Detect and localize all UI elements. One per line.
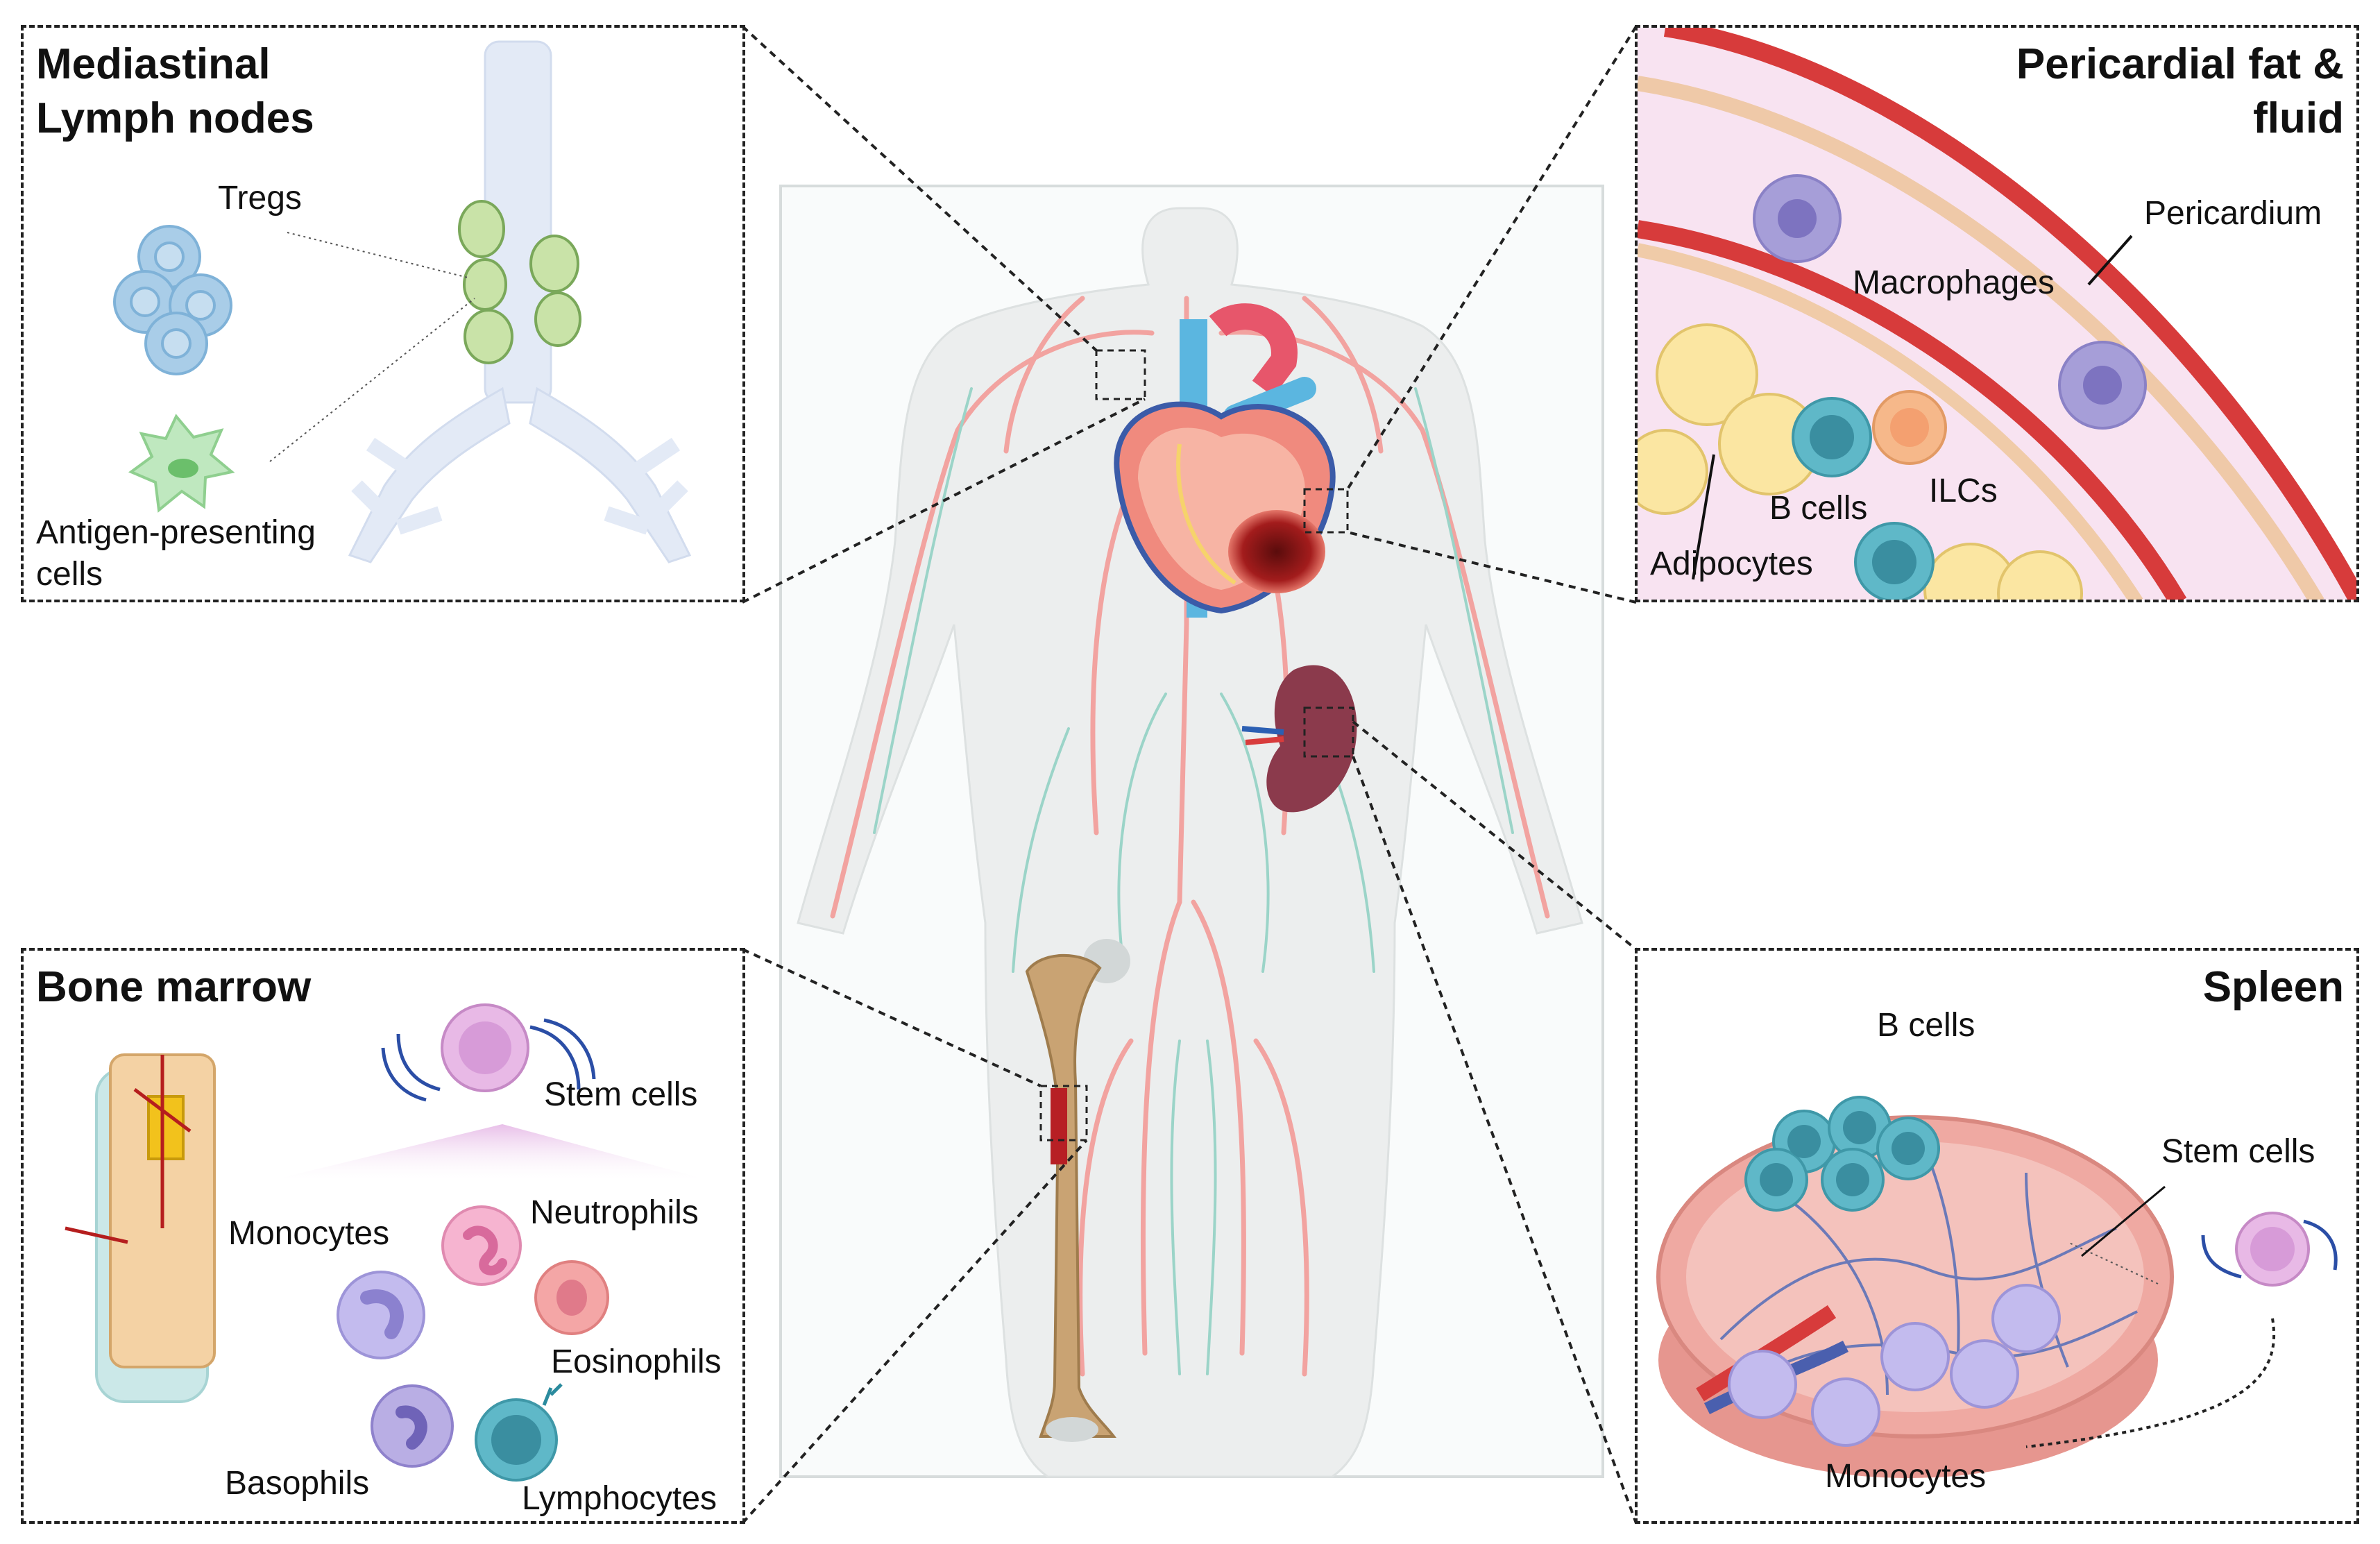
apc-cell-icon [128,414,235,513]
eosinophil-icon [534,1260,609,1335]
panel-title: fluid [2253,94,2344,142]
b-cell-icon [1792,397,1935,600]
monocytes-label: Monocytes [1825,1458,1987,1495]
spleen-icon [1241,665,1357,813]
panel-pericardial: Pericardial fat & fluid Pericardium Macr… [1635,25,2359,602]
pericardial-illustration [1638,28,2356,600]
treg-cell-icon [113,225,232,375]
femur-icon [1025,939,1130,1442]
stem-cells-label: Stem cells [544,1076,698,1113]
apc-label: Antigen-presenting [36,514,316,551]
basophils-label: Basophils [225,1465,370,1502]
pericardium-label: Pericardium [2144,195,2322,232]
macrophage-icon [1753,174,2147,430]
adipocytes-label: Adipocytes [1650,545,1813,582]
body-silhouette-icon [797,207,1583,1478]
neutrophils-label: Neutrophils [530,1194,699,1231]
connector-lines [741,25,1638,1525]
stem-cells-label: Stem cells [2161,1133,2315,1170]
panel-title: Pericardial fat & [2016,40,2344,88]
ilc-icon [1872,390,1947,465]
panel-title: Bone marrow [36,963,312,1011]
bone-marrow-illustration [65,1003,707,1482]
lymph-node-icon [458,200,581,364]
macrophages-label: Macrophages [1853,264,2055,301]
adipocyte-icon [1638,323,2083,600]
tregs-label: Tregs [218,180,302,217]
lymphocyte-icon [475,1383,563,1482]
monocyte-icon [337,1271,425,1359]
stem-cell-icon [2201,1212,2338,1287]
heart-icon [1114,303,1336,618]
stem-cell-icon [381,1003,596,1102]
monocyte-icon [1728,1284,2061,1447]
panel-spleen: Spleen B cells Stem cells Monocytes [1635,948,2359,1524]
spleen-illustration [1656,1096,2338,1478]
b-cells-label: B cells [1769,490,1868,527]
eosinophils-label: Eosinophils [551,1343,722,1380]
basophil-icon [371,1384,454,1468]
mediastinal-illustration [113,40,692,563]
neutrophil-icon [441,1205,522,1286]
lymphocytes-label: Lymphocytes [522,1480,717,1517]
ilcs-label: ILCs [1929,473,1998,509]
differentiation-fan [273,1124,707,1180]
panel-title: Lymph nodes [36,94,314,142]
panel-bone-marrow: Bone marrow Stem cells Monocytes Neutrop… [21,948,745,1524]
bone-section-icon [65,1053,216,1403]
apc-label: cells [36,556,103,593]
panel-title: Spleen [2202,963,2344,1011]
b-cells-label: B cells [1877,1007,1975,1044]
trachea-icon [348,40,692,563]
panel-title: Mediastinal [36,40,271,88]
body-panel [779,185,1604,1478]
panel-mediastinal: Mediastinal Lymph nodes Tregs Antigen-pr… [21,25,745,602]
monocytes-label: Monocytes [228,1215,390,1252]
